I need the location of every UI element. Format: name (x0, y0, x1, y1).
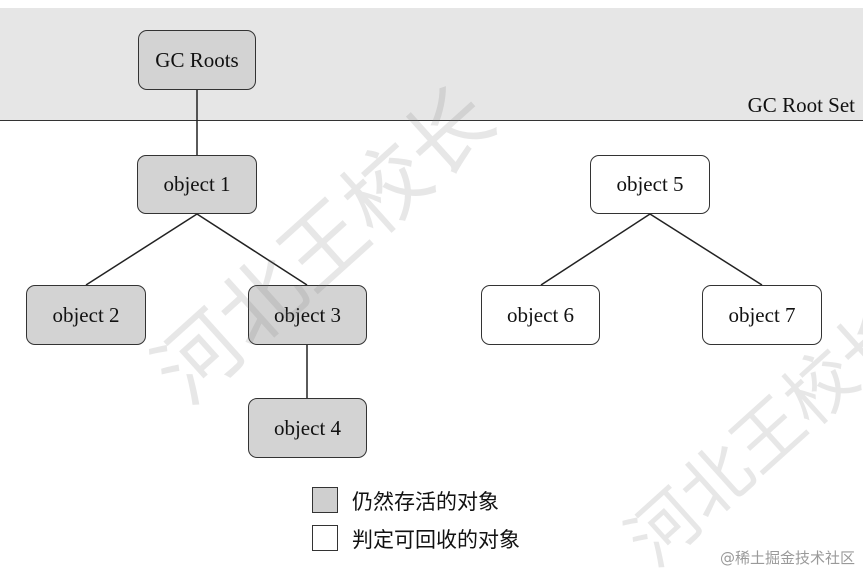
edge-object1-object2 (85, 213, 198, 286)
gc-roots-node: GC Roots (138, 30, 256, 90)
object-7-node: object 7 (702, 285, 822, 345)
edge-object5-object6 (540, 213, 651, 286)
object-1-node: object 1 (137, 155, 257, 214)
legend-alive-swatch (312, 487, 338, 513)
object-3-node: object 3 (248, 285, 367, 345)
legend-alive-label: 仍然存活的对象 (352, 490, 499, 514)
edge-object5-object7 (649, 213, 763, 286)
legend-reclaimable-label: 判定可回收的对象 (352, 528, 520, 552)
credit-text: @稀土掘金技术社区 (719, 549, 855, 567)
object-6-node: object 6 (481, 285, 600, 345)
legend-reclaimable-swatch (312, 525, 338, 551)
object-4-node: object 4 (248, 398, 367, 458)
edge-object1-object3 (196, 213, 308, 286)
object-5-node: object 5 (590, 155, 710, 214)
gc-root-set-label: GC Root Set (747, 93, 855, 117)
object-2-node: object 2 (26, 285, 146, 345)
